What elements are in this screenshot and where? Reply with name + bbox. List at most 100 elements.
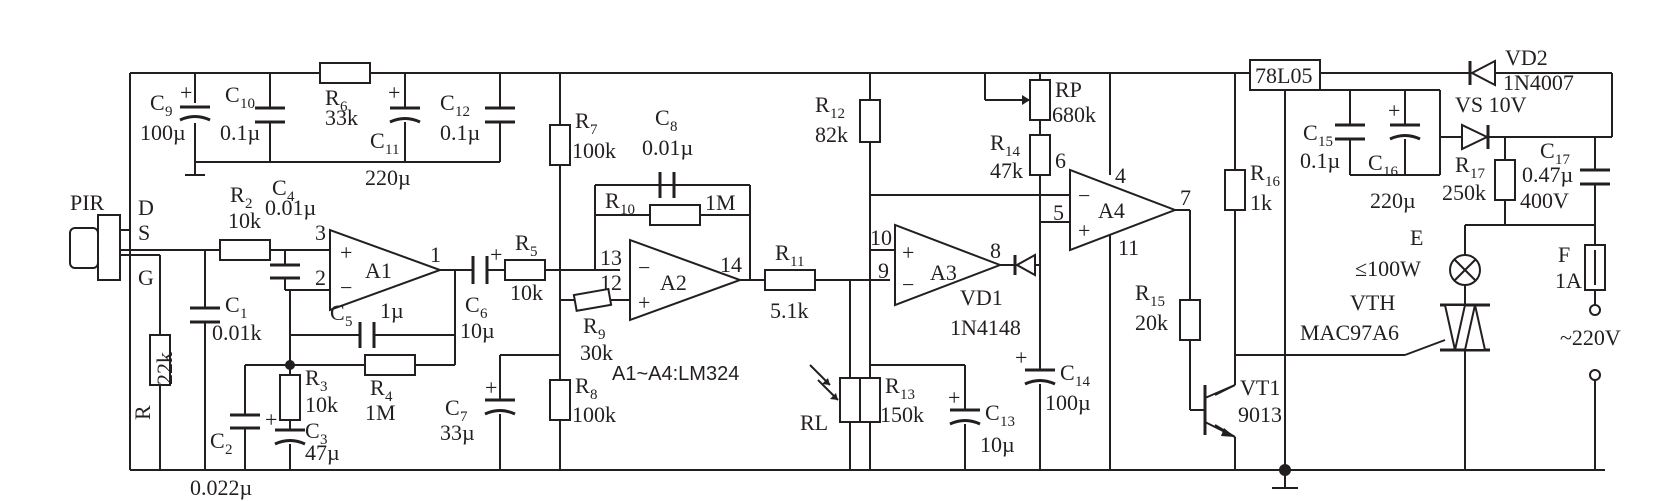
r12-label: R	[815, 92, 830, 117]
polarity-plus: +	[948, 385, 960, 410]
regulator-label: 78L05	[1255, 63, 1312, 88]
capacitor-c2: C 2 0.022µ	[190, 413, 260, 500]
r10-subscript: 10	[620, 202, 635, 218]
ground-junction	[1279, 464, 1291, 476]
r1-value: 22k	[152, 352, 177, 385]
r17-subscript: 17	[1470, 166, 1486, 182]
a1-plus: +	[340, 240, 352, 265]
rl-label: RL	[800, 410, 828, 435]
capacitor-c8: C 8 0.01µ	[642, 105, 700, 198]
terminal-neutral	[1589, 369, 1601, 381]
pin-10: 10	[870, 225, 892, 250]
a1-minus: −	[340, 275, 352, 300]
r8-value: 100k	[572, 402, 616, 427]
pin-8: 8	[990, 238, 1001, 263]
pin-6: 6	[1055, 148, 1066, 173]
polarity-plus: +	[1388, 98, 1400, 123]
c8-label: C	[655, 105, 670, 130]
r4-label: R	[370, 375, 385, 400]
pin-3: 3	[315, 220, 326, 245]
lamp-rating: ≤100W	[1355, 256, 1421, 281]
zener-vs: VS 10V	[1455, 92, 1527, 151]
r4-value: 1M	[365, 400, 396, 425]
polarity-plus: +	[265, 407, 277, 432]
capacitor-c15: C 15 0.1µ	[1300, 120, 1365, 173]
pin-1: 1	[430, 242, 441, 267]
resistor-r16: R 16 1k	[1224, 160, 1281, 215]
c15-label: C	[1303, 120, 1318, 145]
r17-label: R	[1455, 152, 1470, 177]
a3-minus: −	[902, 272, 914, 297]
a3-label: A3	[930, 260, 957, 285]
c14-value: 100µ	[1045, 390, 1091, 415]
c7-subscript: 7	[460, 409, 468, 425]
r15-subscript: 15	[1150, 294, 1165, 310]
mains-label: ~220V	[1560, 325, 1621, 350]
capacitor-c10: C 10 0.1µ	[220, 82, 285, 145]
c2-label: C	[210, 428, 225, 453]
resistor-r12: R 12 82k	[815, 92, 881, 147]
c5-subscript: 5	[345, 314, 353, 330]
opamp-a3: + − A3 10 9 8	[870, 223, 1003, 307]
ac-terminals: ~220V	[1560, 304, 1621, 381]
triac-part: MAC97A6	[1300, 320, 1399, 345]
wiring	[120, 72, 1613, 489]
pir-label: PIR	[70, 190, 105, 215]
lamp-label: E	[1410, 225, 1423, 250]
c11-subscript: 11	[385, 142, 399, 158]
opamp-a1: + − A1 3 2 1	[315, 220, 443, 312]
r16-label: R	[1250, 160, 1265, 185]
polarity-plus: +	[180, 80, 192, 105]
c3-subscript: 3	[320, 432, 328, 448]
r3-value: 10k	[305, 392, 338, 417]
c1-value: 0.01k	[212, 320, 262, 345]
c11-value: 220µ	[365, 165, 411, 190]
capacitor-c6: + C 6 10µ	[460, 242, 502, 343]
regulator-78l05: 78L05	[1249, 59, 1321, 91]
c5-label: C	[330, 300, 345, 325]
resistor-r5: R 5 10k	[504, 230, 546, 305]
a2-minus: −	[638, 255, 650, 280]
r1-label: R	[130, 405, 155, 420]
opamp-note: A1~A4:LM324	[612, 363, 739, 385]
c8-subscript: 8	[670, 119, 678, 135]
opamp-a4: − + A4 6 5 4 7 11	[1053, 148, 1191, 260]
pin-11: 11	[1118, 235, 1139, 260]
r5-value: 10k	[510, 280, 543, 305]
c17-label: C	[1540, 138, 1555, 163]
pin-5: 5	[1053, 200, 1064, 225]
capacitor-c5: C 5 1µ	[330, 298, 404, 348]
r15-value: 20k	[1135, 310, 1168, 335]
potentiometer-rp: RP 680k	[1022, 77, 1096, 127]
c9-subscript: 9	[165, 104, 173, 120]
triac-label: VTH	[1350, 290, 1395, 315]
pin-d-label: D	[138, 195, 154, 220]
lamp-e: E ≤100W	[1355, 225, 1481, 286]
capacitor-c4: C 4 0.01µ	[265, 175, 316, 280]
c10-value: 0.1µ	[220, 120, 260, 145]
vd2-value: 1N4007	[1503, 70, 1574, 95]
capacitor-c14: + C 14 100µ	[1015, 345, 1091, 415]
c17-subscript: 17	[1555, 152, 1571, 168]
resistor-r6: R 6 33k	[319, 62, 371, 130]
c15-value: 0.1µ	[1300, 148, 1340, 173]
capacitor-c13: + C 13 10µ	[948, 385, 1015, 457]
c14-label: C	[1060, 360, 1075, 385]
transistor-vt1: VT1 9013	[1203, 375, 1282, 438]
c12-subscript: 12	[455, 104, 470, 120]
c1-label: C	[225, 292, 240, 317]
c7-label: C	[445, 395, 460, 420]
c8-value: 0.01µ	[642, 135, 693, 160]
resistor-r11: R 11 5.1k	[764, 240, 816, 323]
r7-subscript: 7	[590, 122, 598, 138]
pin-7: 7	[1180, 185, 1191, 210]
polarity-plus: +	[485, 375, 497, 400]
r3-label: R	[305, 365, 320, 390]
a4-label: A4	[1098, 198, 1125, 223]
c10-label: C	[225, 82, 240, 107]
r17-value: 250k	[1442, 180, 1486, 205]
c7-value: 33µ	[440, 420, 475, 445]
c2-value: 0.022µ	[190, 475, 252, 500]
rp-label: RP	[1055, 77, 1082, 102]
c15-subscript: 15	[1318, 134, 1333, 150]
